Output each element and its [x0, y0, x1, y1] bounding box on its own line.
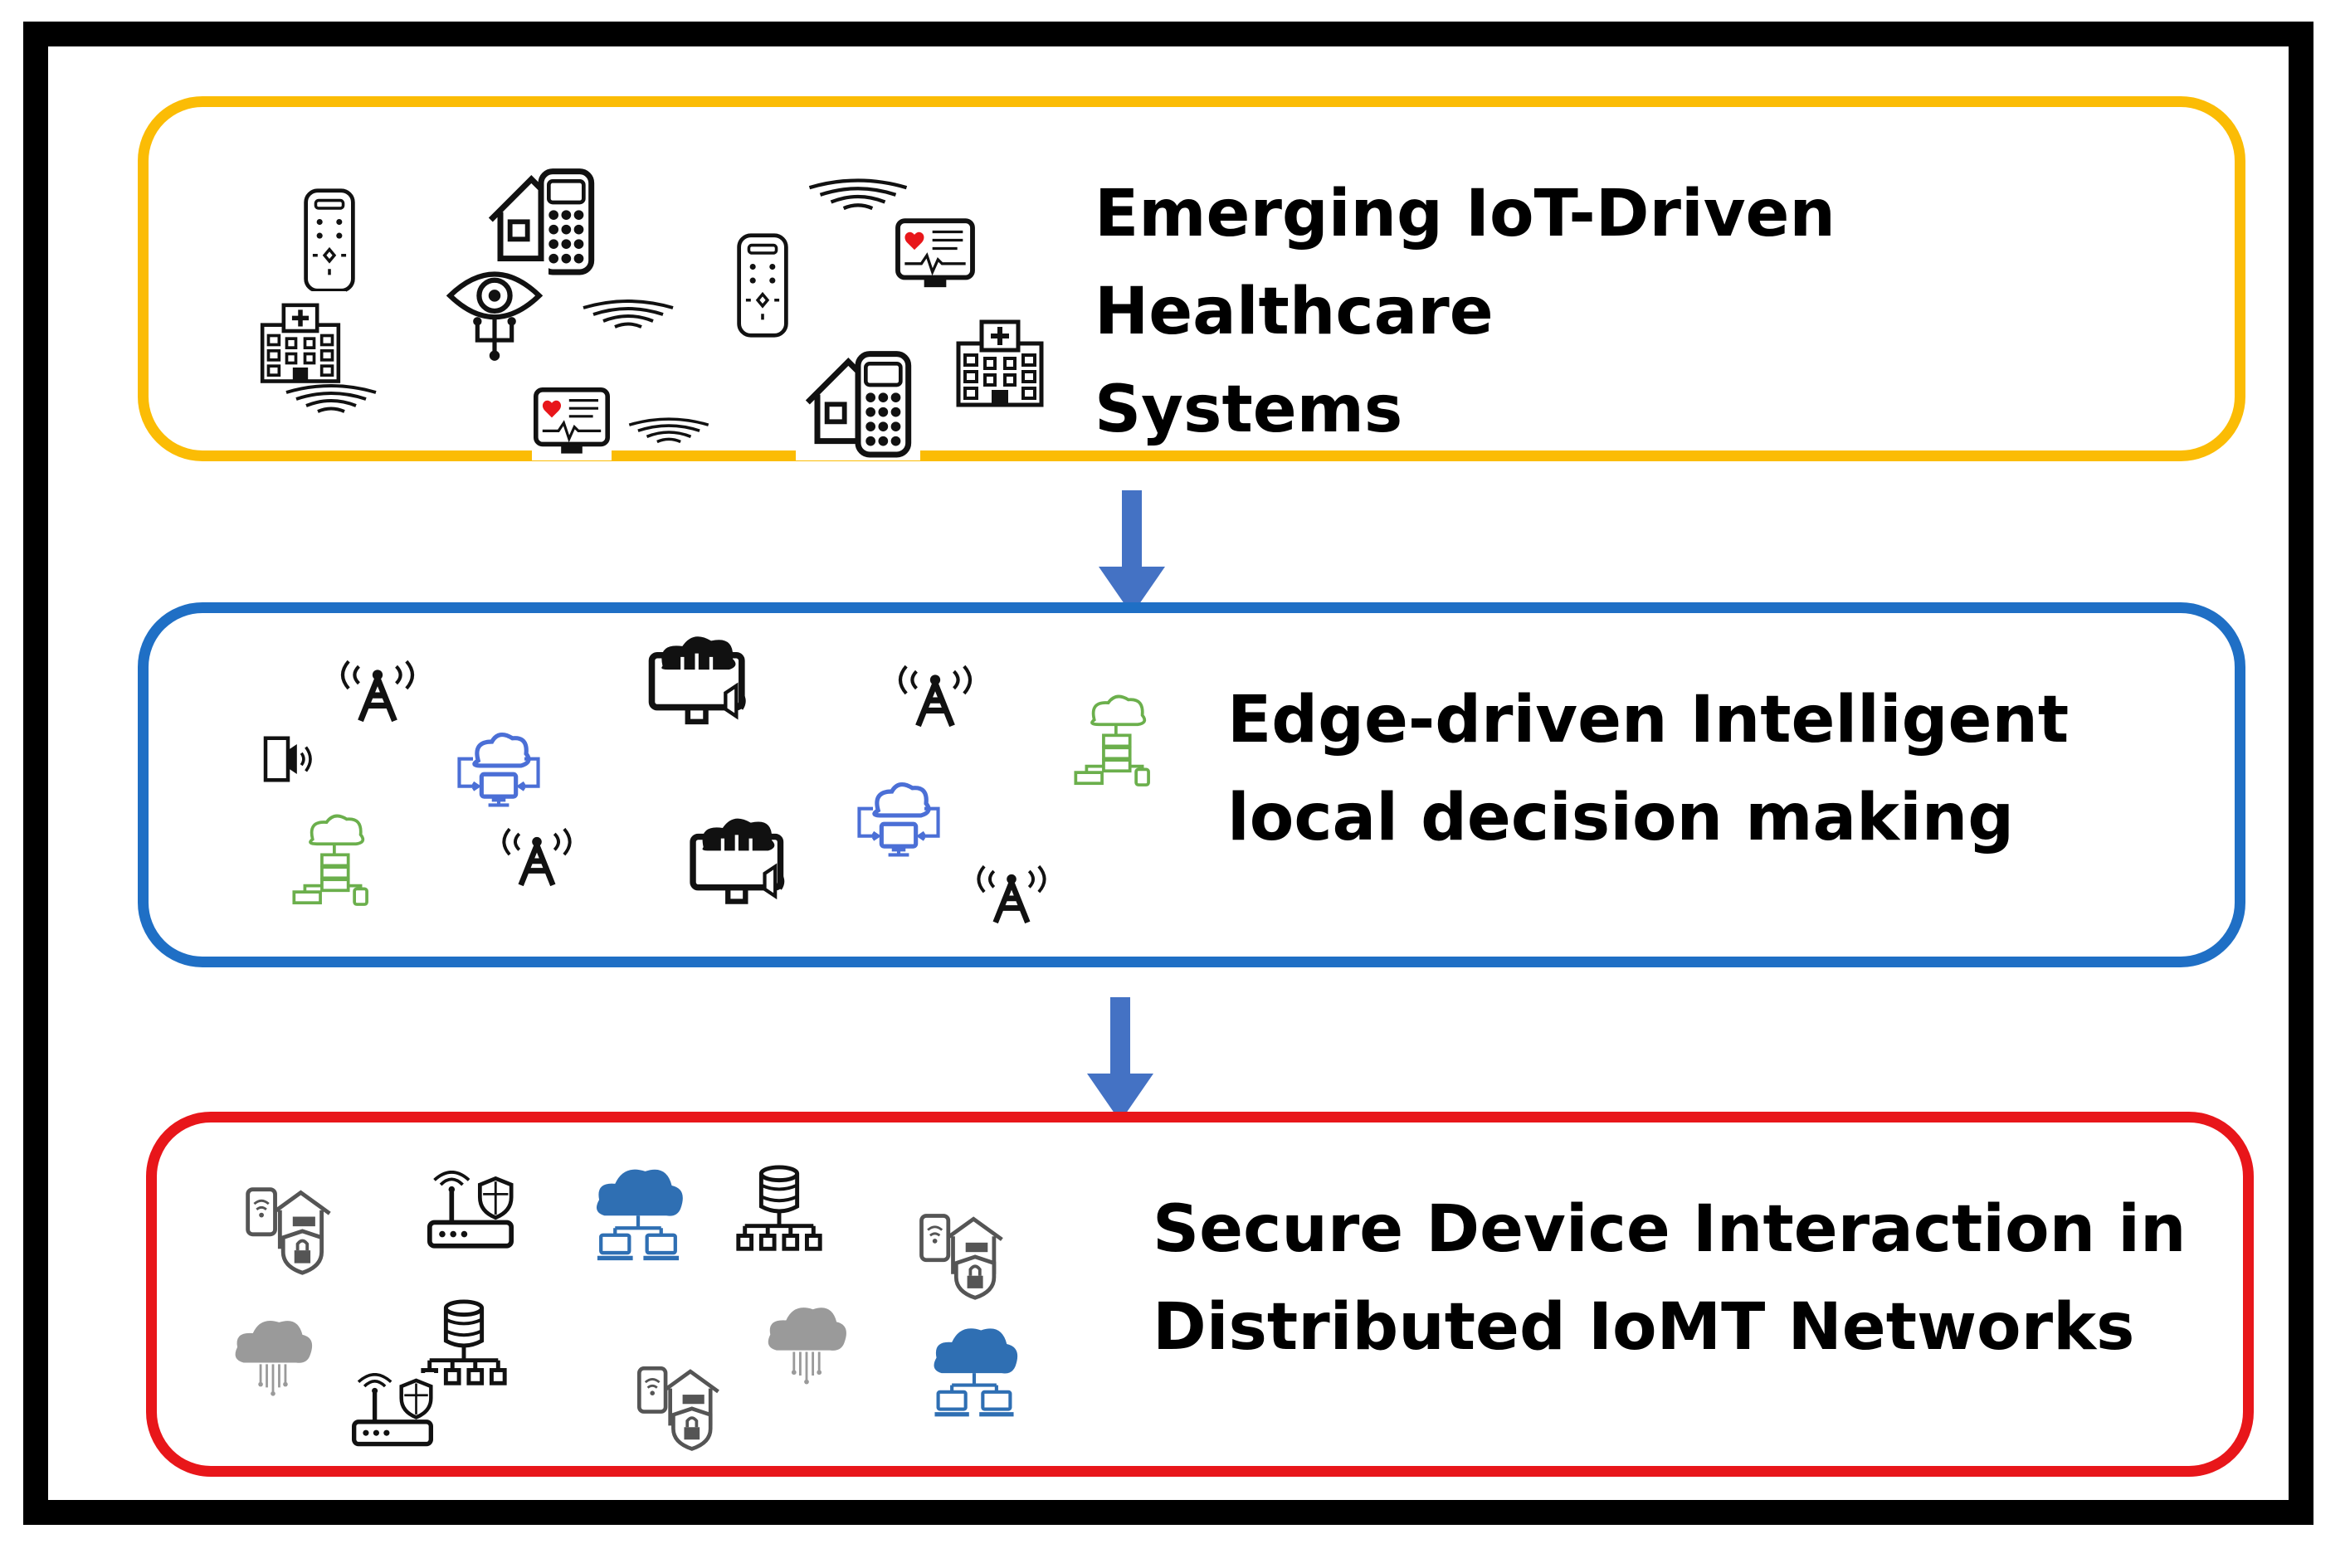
wifi-waves-icon — [578, 299, 678, 333]
hospital-icon — [255, 291, 346, 389]
wifi-waves-icon — [804, 178, 912, 215]
speaker-icon — [258, 729, 318, 789]
cell-tower-icon — [489, 825, 585, 890]
gray-cloud-icon — [758, 1297, 856, 1391]
heart-monitor-icon — [532, 384, 612, 460]
database-hierarchy-icon — [721, 1162, 837, 1260]
cloud-network-icon — [583, 1159, 693, 1265]
cloud-server-icon — [1068, 688, 1161, 791]
cloud-computer-network-icon — [844, 766, 953, 869]
remote-control-icon — [300, 187, 359, 295]
stage-title: Emerging IoT-Driven Healthcare Systems — [1095, 177, 1836, 447]
secure-smart-home-icon — [240, 1181, 336, 1278]
wifi-waves-icon — [281, 384, 381, 417]
smart-home-keypad-icon — [479, 162, 603, 278]
cell-tower-icon — [884, 663, 987, 731]
secure-smart-home-icon — [631, 1360, 724, 1454]
stage-title: Edge-driven Intelligent local decision m… — [1227, 683, 2070, 855]
smart-home-keypad-icon — [796, 344, 920, 460]
stage-panel-iot-healthcare: Emerging IoT-Driven Healthcare Systems — [138, 96, 2245, 461]
secure-router-icon — [419, 1171, 522, 1257]
eye-sensor-icon — [441, 261, 548, 364]
stage-panel-secure-iomt: Secure Device Interaction in Distributed… — [146, 1112, 2254, 1477]
flow-arrow-down — [1087, 997, 1153, 1122]
stage-title: Secure Device Interaction in Distributed… — [1153, 1192, 2187, 1365]
cell-tower-icon — [963, 862, 1060, 928]
heart-monitor-icon — [894, 215, 977, 295]
cell-tower-icon — [326, 658, 429, 726]
wifi-waves-icon — [625, 416, 713, 449]
cloud-monitor-icon — [646, 630, 754, 729]
cloud-computer-network-icon — [444, 716, 553, 819]
remote-control-icon — [733, 231, 792, 339]
flow-arrow-down — [1099, 490, 1165, 615]
cloud-server-icon — [286, 806, 379, 912]
secure-smart-home-icon — [914, 1207, 1008, 1303]
stage-panel-edge-decision: Edge-driven Intelligent local decision m… — [138, 602, 2245, 967]
gray-cloud-icon — [225, 1310, 321, 1403]
cloud-monitor-icon — [685, 812, 796, 908]
secure-router-icon — [344, 1373, 441, 1454]
diagram-frame: Emerging IoT-Driven Healthcare Systems E… — [23, 22, 2313, 1525]
cloud-network-icon — [920, 1318, 1028, 1421]
hospital-icon — [950, 309, 1050, 411]
